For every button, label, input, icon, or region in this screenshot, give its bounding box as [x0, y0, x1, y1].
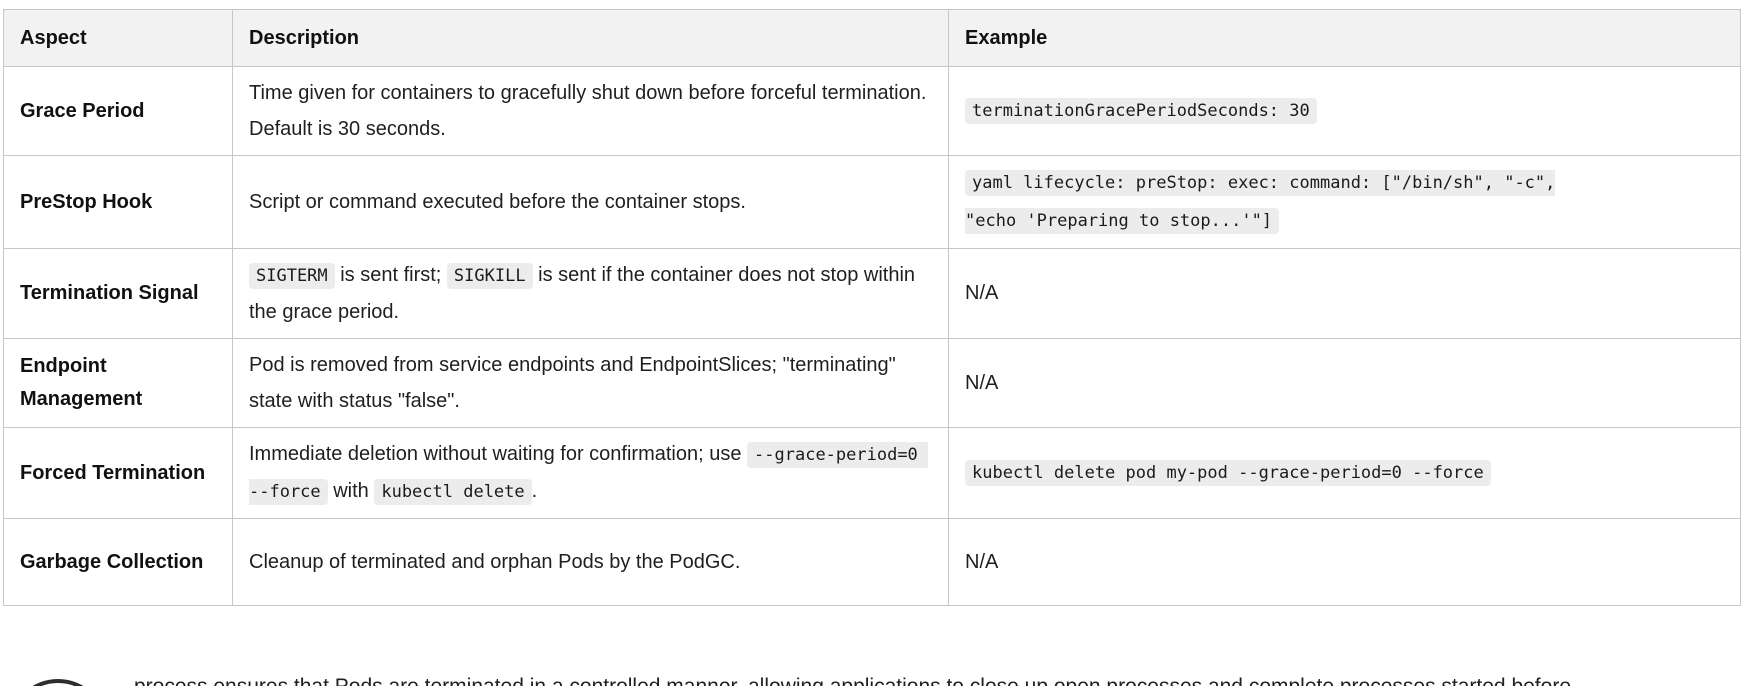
aspect-cell: Endpoint Management — [3, 338, 233, 428]
example-cell: N/A — [948, 338, 1741, 428]
description-text: Cleanup of terminated and orphan Pods by… — [249, 551, 741, 573]
inline-code: yaml lifecycle: preStop: exec: command: … — [965, 170, 1556, 234]
table-header-row: Aspect Description Example — [3, 9, 1741, 67]
inline-code: kubectl delete — [374, 479, 532, 505]
example-text: N/A — [965, 550, 999, 573]
description-cell: Immediate deletion without waiting for c… — [232, 427, 949, 519]
description-text: . — [531, 480, 538, 502]
aspect-cell: Garbage Collection — [3, 518, 233, 606]
description-text: with — [327, 480, 375, 502]
description-text: Pod is removed from service endpoints an… — [249, 354, 896, 412]
inline-code: SIGKILL — [446, 263, 533, 289]
example-cell: yaml lifecycle: preStop: exec: command: … — [948, 155, 1741, 249]
description-cell: Pod is removed from service endpoints an… — [232, 338, 949, 428]
description-cell: Script or command executed before the co… — [232, 155, 949, 249]
example-cell: N/A — [948, 248, 1741, 339]
inline-code: terminationGracePeriodSeconds: 30 — [965, 98, 1317, 124]
table-row: PreStop Hook Script or command executed b… — [3, 155, 1741, 249]
example-text: N/A — [965, 282, 999, 304]
aspect-cell: Grace Period — [3, 66, 233, 156]
footer-note: process ensures that Pods are terminated… — [0, 669, 1746, 686]
description-text: Script or command executed before the co… — [249, 191, 746, 213]
description-text: is sent if the container does not stop w… — [249, 264, 916, 323]
table-row: Forced Termination Immediate deletion wit… — [3, 427, 1741, 519]
footer-text: process ensures that Pods are terminated… — [134, 669, 1571, 686]
circle-icon — [8, 679, 108, 686]
table-row: Garbage Collection Cleanup of terminated … — [3, 518, 1741, 606]
description-cell: Cleanup of terminated and orphan Pods by… — [232, 518, 949, 606]
description-text: is sent first; — [334, 264, 447, 286]
column-header-example: Example — [948, 9, 1741, 67]
column-header-description: Description — [232, 9, 949, 67]
table-row: Grace Period Time given for containers to… — [3, 66, 1741, 156]
description-cell: Time given for containers to gracefully … — [232, 66, 949, 156]
description-cell: SIGTERM is sent first; SIGKILL is sent i… — [232, 248, 949, 339]
inline-code: SIGTERM — [249, 263, 335, 289]
description-text: Time given for containers to gracefully … — [249, 82, 927, 140]
example-cell: terminationGracePeriodSeconds: 30 — [948, 66, 1741, 156]
table-row: Endpoint Management Pod is removed from s… — [3, 338, 1741, 428]
example-cell: N/A — [948, 518, 1741, 606]
example-text: N/A — [965, 371, 999, 394]
description-text: Immediate deletion without waiting for c… — [249, 443, 748, 465]
aspect-cell: Termination Signal — [3, 248, 233, 339]
inline-code: kubectl delete pod my-pod --grace-period… — [965, 460, 1491, 486]
column-header-aspect: Aspect — [3, 9, 233, 67]
aspect-cell: PreStop Hook — [3, 155, 233, 249]
aspect-cell: Forced Termination — [3, 427, 233, 519]
example-cell: kubectl delete pod my-pod --grace-period… — [948, 427, 1741, 519]
